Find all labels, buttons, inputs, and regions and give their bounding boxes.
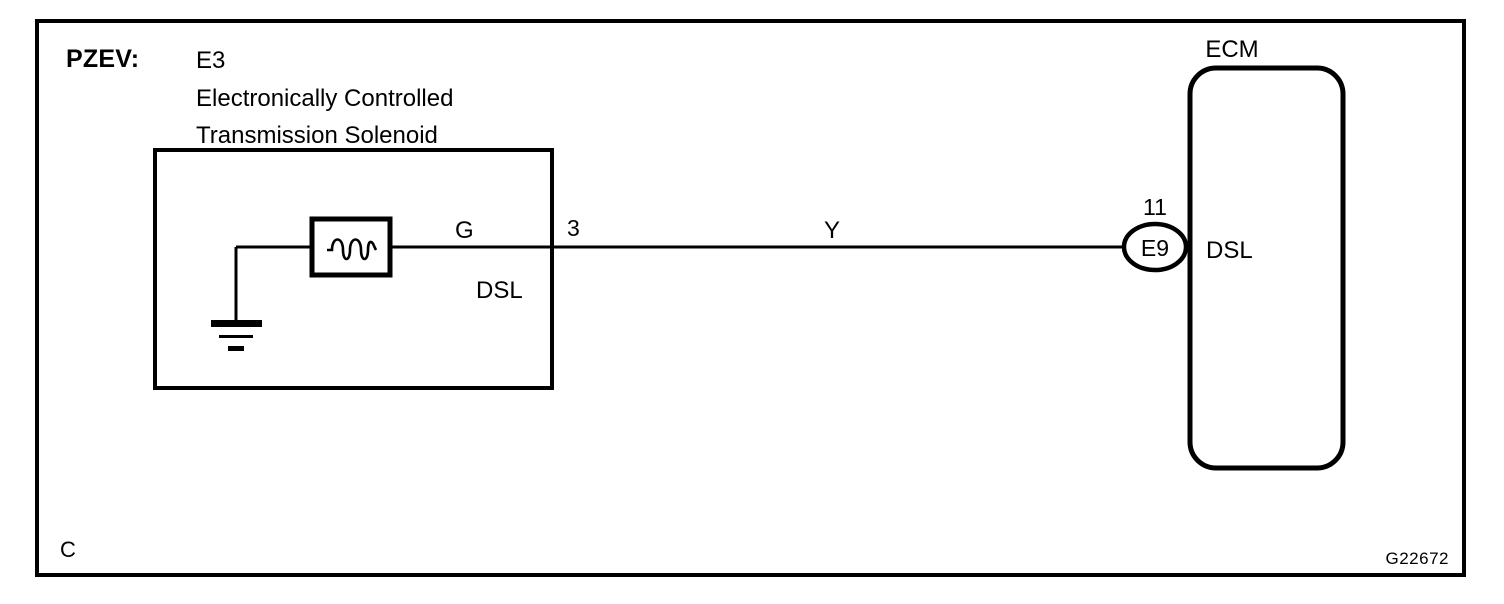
- ground-bar-1: [211, 320, 262, 327]
- sheet-corner-label: C: [60, 537, 76, 562]
- solenoid-wire-color-label: G: [455, 217, 474, 244]
- ground-bar-2: [219, 335, 253, 338]
- solenoid-pin-number: 3: [567, 215, 580, 241]
- diagram-border: [35, 19, 1466, 577]
- ecm-pin-number: 11: [1143, 194, 1167, 220]
- figure-id-label: G22672: [1386, 549, 1450, 568]
- component-name-line2: Transmission Solenoid: [196, 122, 438, 149]
- ground-bar-3: [228, 346, 244, 351]
- component-name-line1: Electronically Controlled: [196, 85, 453, 112]
- grade-label: PZEV:: [66, 45, 139, 73]
- ecm-module-box: [1187, 65, 1346, 471]
- solenoid-coil-icon: [309, 216, 393, 278]
- solenoid-signal-label: DSL: [476, 277, 523, 304]
- ecm-connector-badge: [1121, 221, 1189, 273]
- component-code: E3: [196, 47, 225, 74]
- ecm-signal-label: DSL: [1206, 237, 1253, 264]
- coil-winding-icon: [327, 238, 378, 261]
- ecm-title: ECM: [1205, 36, 1258, 63]
- ecm-connector-id: E9: [1141, 235, 1169, 261]
- harness-wire-color-label: Y: [824, 217, 840, 244]
- solenoid-enclosure: [153, 148, 554, 390]
